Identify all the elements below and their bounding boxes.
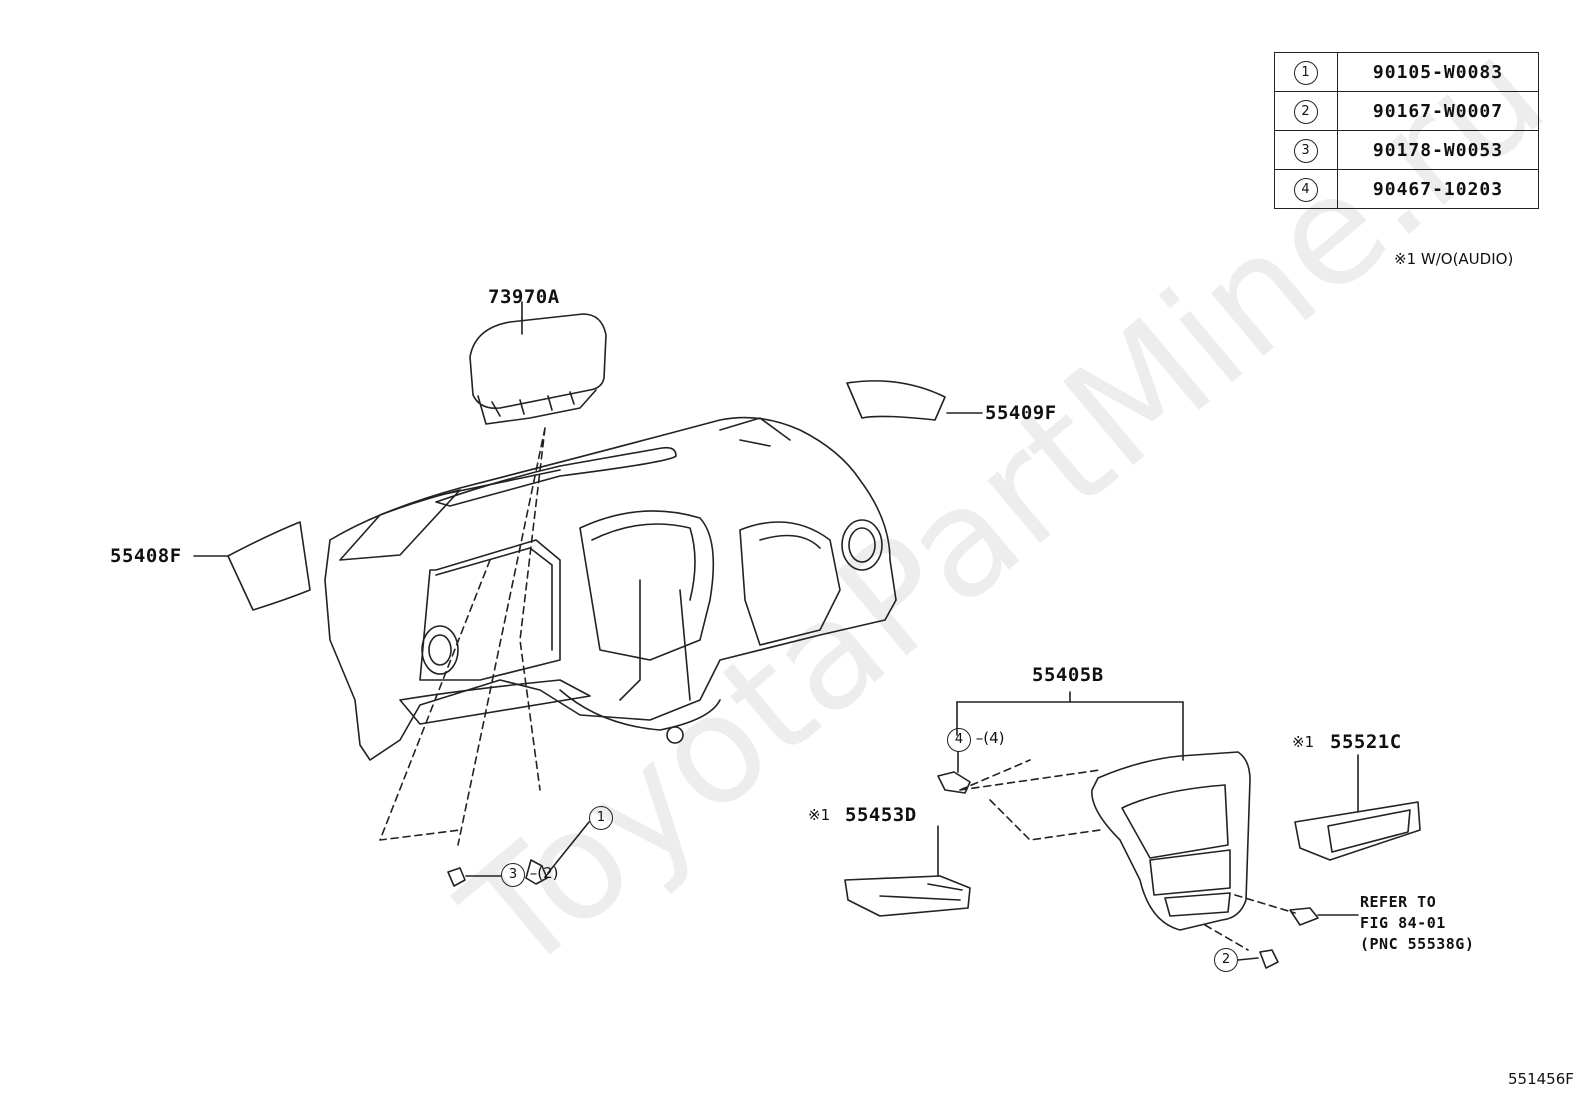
callout-circle: 4 — [1294, 177, 1318, 202]
instrument-panel[interactable] — [324, 416, 897, 761]
cover-55453d[interactable] — [844, 825, 971, 917]
refer-line-3: (PNC 55538G) — [1360, 935, 1475, 953]
refer-line-2: FIG 84-01 — [1360, 914, 1446, 932]
refer-note[interactable]: REFER TO FIG 84-01 (PNC 55538G) — [1360, 892, 1474, 955]
callout-circle: 3 — [501, 863, 525, 887]
table-row: 4 90467-10203 — [1274, 169, 1539, 209]
part-number[interactable]: 90178-W0053 — [1337, 130, 1539, 170]
table-row: 1 90105-W0083 — [1274, 52, 1539, 92]
note-without-audio: ※1 W/O(AUDIO) — [1394, 250, 1514, 268]
callout-quantity: –(4) — [975, 729, 1005, 747]
callout-1[interactable]: 1 — [589, 806, 613, 830]
table-row: 3 90178-W0053 — [1274, 130, 1539, 170]
part-number[interactable]: 90167-W0007 — [1337, 91, 1539, 131]
switch-connector[interactable] — [1289, 907, 1359, 926]
table-row: 2 90167-W0007 — [1274, 91, 1539, 131]
callout-quantity: –(2) — [529, 864, 559, 882]
fastener-table: 1 90105-W0083 2 90167-W0007 3 90178-W005… — [1274, 52, 1539, 209]
callout-4[interactable]: 4 –(4) — [947, 728, 1005, 752]
callout-circle: 4 — [947, 728, 971, 752]
part-label-55453d[interactable]: 55453D — [845, 804, 917, 826]
nut-fastener-3[interactable] — [447, 867, 502, 887]
refer-line-1: REFER TO — [1360, 893, 1437, 911]
note-mark: ※1 — [1292, 733, 1315, 751]
leader-lines — [379, 427, 1296, 951]
note-mark: ※1 — [808, 806, 831, 824]
part-label-55409f[interactable]: 55409F — [985, 402, 1057, 424]
screw-fastener-2[interactable] — [1237, 949, 1279, 969]
callout-circle: 2 — [1214, 948, 1238, 972]
callout-circle: 1 — [589, 806, 613, 830]
cover-55409f[interactable] — [846, 380, 983, 421]
part-label-73970a[interactable]: 73970A — [488, 286, 560, 308]
figure-id: 551456F — [1508, 1070, 1574, 1088]
callout-circle: 1 — [1294, 60, 1318, 85]
storage-tray-55521c[interactable] — [1294, 754, 1421, 861]
part-label-55405b[interactable]: 55405B — [1032, 664, 1104, 686]
cover-55408f[interactable] — [193, 521, 311, 611]
part-number[interactable]: 90467-10203 — [1337, 169, 1539, 209]
part-label-55408f[interactable]: 55408F — [110, 545, 182, 567]
part-label-55521c[interactable]: 55521C — [1330, 731, 1402, 753]
part-number[interactable]: 90105-W0083 — [1337, 52, 1539, 92]
callout-3[interactable]: 3 –(2) — [501, 863, 559, 887]
callout-2[interactable]: 2 — [1214, 948, 1238, 972]
clip-fastener-4[interactable] — [937, 751, 971, 794]
callout-circle: 2 — [1294, 99, 1318, 124]
callout-circle: 3 — [1294, 138, 1318, 163]
airbag-module-73970a[interactable] — [469, 313, 607, 425]
screw-fastener-1[interactable] — [525, 821, 590, 885]
